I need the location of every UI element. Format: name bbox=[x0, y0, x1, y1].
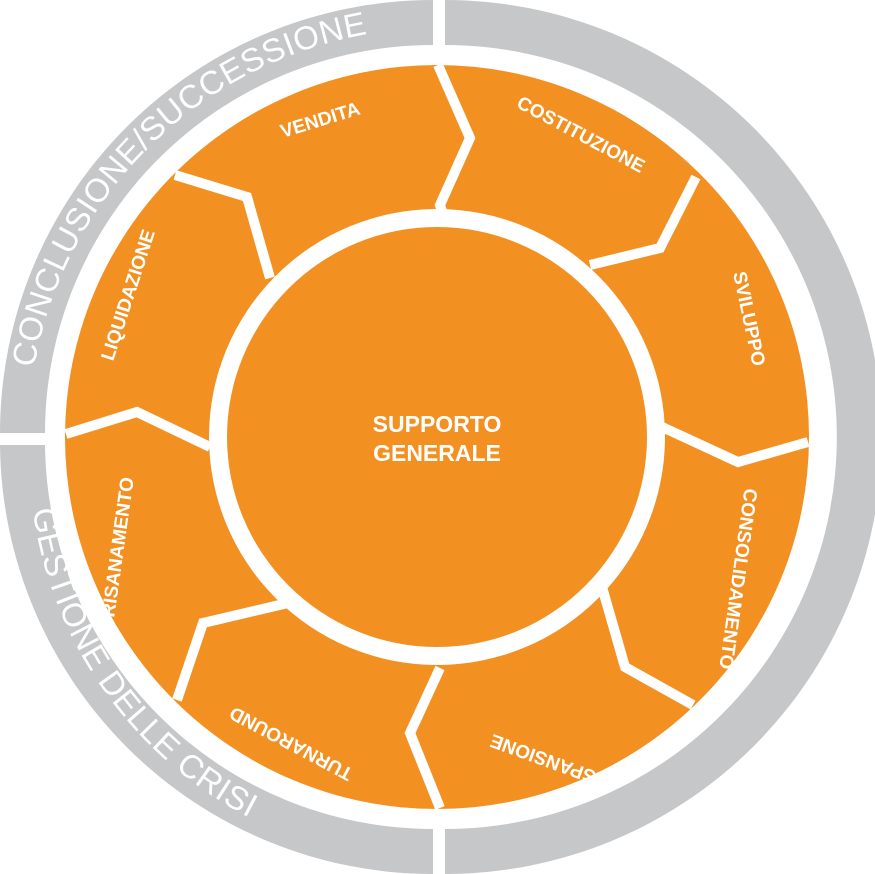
divider-costituzione-sviluppo bbox=[588, 174, 701, 270]
divider-consolidamento-espansione bbox=[597, 585, 696, 710]
segment-dividers bbox=[64, 62, 810, 810]
divider-liquidazione-vendita bbox=[173, 170, 275, 280]
outer-ring-section-crisi bbox=[0, 445, 433, 874]
divider-turnaround-risanamento bbox=[172, 598, 290, 702]
divider-espansione-turnaround bbox=[404, 665, 445, 810]
divider-risanamento-liquidazione bbox=[64, 406, 213, 452]
center-label-line1: SUPPORTO bbox=[373, 411, 502, 437]
center-label-line2: GENERALE bbox=[373, 440, 501, 466]
center-hub-disc bbox=[227, 227, 647, 647]
center-hub: SUPPORTO GENERALE bbox=[209, 209, 665, 665]
divider-sviluppo-consolidamento bbox=[657, 421, 810, 468]
outer-ring-section-conclusione bbox=[0, 0, 433, 433]
